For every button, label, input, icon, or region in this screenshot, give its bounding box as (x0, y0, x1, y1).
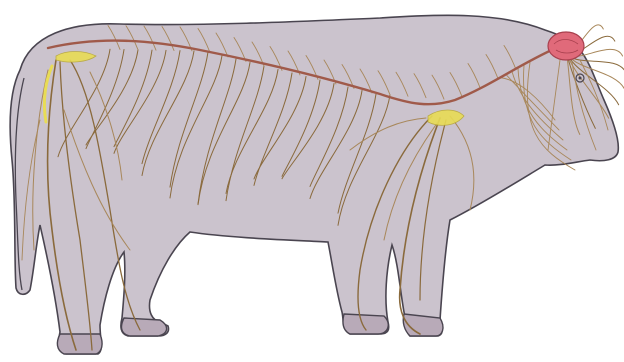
hoof-rear-right (122, 318, 167, 336)
brain (548, 32, 584, 60)
hoof-front-left (343, 314, 388, 334)
hoof-rear-left (57, 334, 102, 354)
cow-body-silhouette (10, 15, 618, 354)
